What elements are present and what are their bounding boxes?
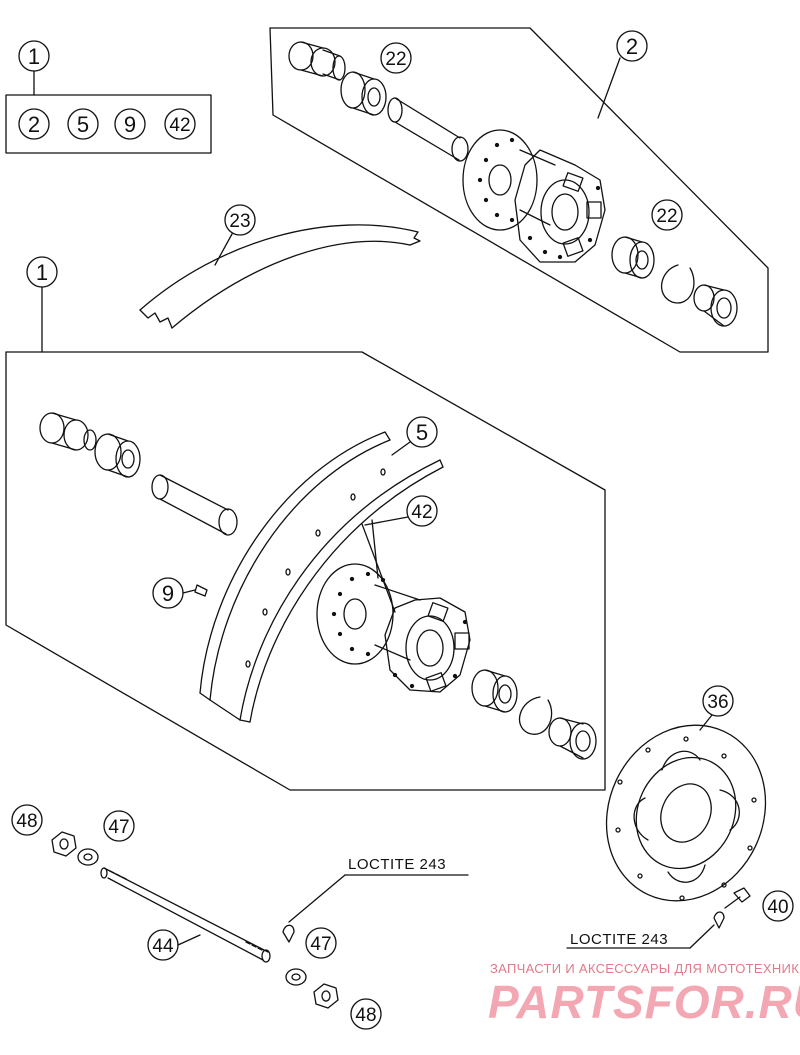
callout-22-b: 22 [656,206,677,227]
callout-1-wheel: 1 [36,260,48,285]
bearing-top [340,71,387,116]
callout-42-spoke: 42 [411,502,432,523]
callout-labels: 1 2 5 9 42 22 2 22 23 1 5 42 9 36 48 47 … [16,34,800,1028]
callout-48-a: 48 [16,811,37,832]
sleeve-top [387,97,469,162]
wheel-hub [316,563,471,693]
circlip-top [661,264,695,304]
rim [199,416,444,723]
hub-panel [269,27,769,353]
callout-48-b: 48 [355,1005,376,1026]
hub-frame [269,27,769,353]
wheel-frame [5,351,606,791]
callout-47-b: 47 [310,934,331,955]
spoke [361,495,438,613]
spoke-nipple [194,584,208,597]
callout-9-nipple: 9 [162,581,174,606]
callout-1-top: 1 [28,44,40,69]
kit-frame [5,94,212,154]
watermark-subtitle: ЗАПЧАСТИ И АКСЕССУАРЫ ДЛЯ МОТОТЕХНИКИ [490,961,800,976]
wheel-bearing-right [471,669,518,713]
callout-40: 40 [767,897,788,918]
spacer-left [288,41,346,81]
callout-5-kit: 5 [77,112,89,137]
washer-left [77,848,99,866]
wheel-spacer-right [548,717,597,760]
kit-box [5,40,212,154]
axle-nut-left [51,831,77,857]
callout-36: 36 [707,692,728,713]
wheel-circlip [518,696,553,735]
callout-5-rim: 5 [416,420,428,445]
callout-2-kit: 2 [28,112,40,137]
callout-22-a: 22 [385,49,406,70]
callout-47-a: 47 [108,817,129,838]
axle-group [11,804,469,1030]
hub-top [462,129,606,263]
wheel-sleeve [151,474,238,536]
callout-2-hub: 2 [626,34,638,59]
wheel-spacer [39,412,97,451]
callout-23: 23 [229,211,250,232]
rim-tape [139,204,421,329]
loctite-note-disc: LOCTITE 243 [570,931,668,948]
bearing-right [611,236,655,279]
disc-bolt [566,887,794,949]
wheel-bearing-left [94,433,141,478]
callout-44: 44 [152,936,174,957]
watermark-logo: PARTSFOR.RU [488,976,800,1028]
brake-disc [605,685,767,902]
callout-42-kit: 42 [169,115,190,136]
loctite-note-axle: LOCTITE 243 [348,856,446,873]
wheel-panel [5,256,606,791]
spacer-right [693,284,738,327]
callout-9-kit: 9 [124,112,136,137]
